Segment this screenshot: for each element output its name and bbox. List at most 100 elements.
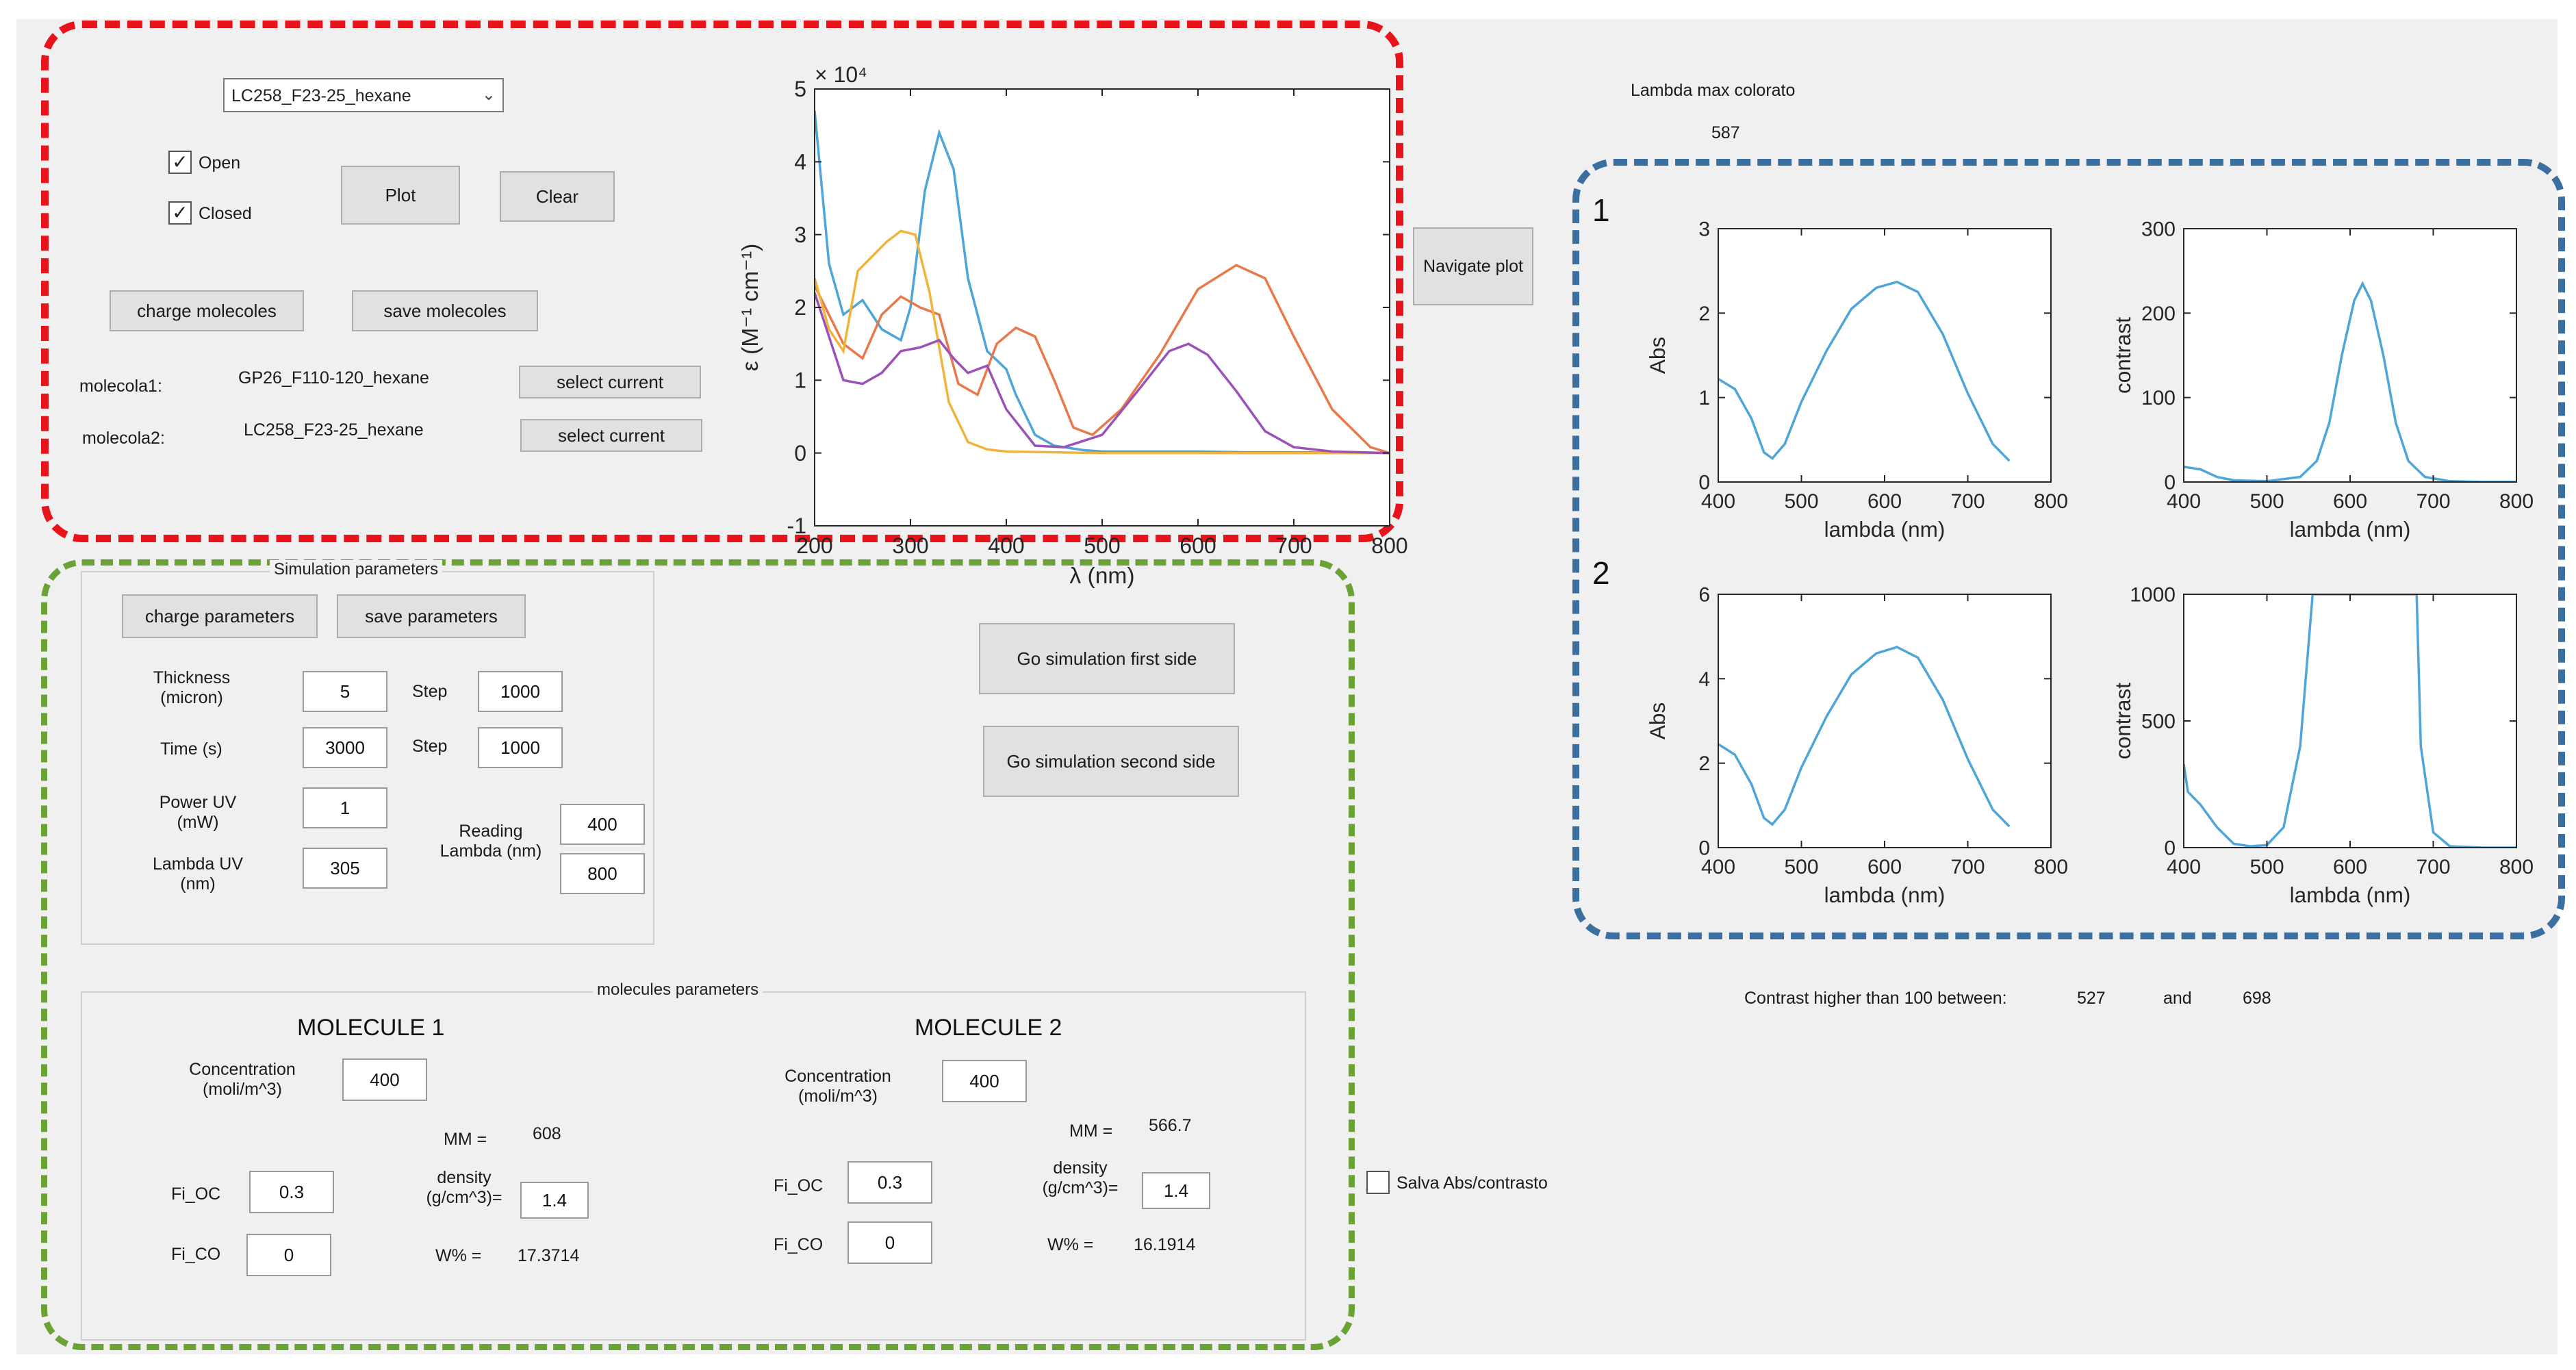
y-tick-label: 3 [1698, 218, 1710, 241]
m2-wp-value: 16.1914 [1134, 1235, 1196, 1254]
m1-wp-value: 17.3714 [518, 1246, 580, 1265]
m2-concentration-input[interactable] [942, 1060, 1027, 1102]
row-label-2: 2 [1592, 555, 1610, 591]
reading-lambda-label: Reading Lambda (nm) [433, 822, 549, 861]
m2-fi-oc-label: Fi_OC [774, 1176, 824, 1195]
contrast-range-low: 527 [2077, 989, 2106, 1008]
reading-lambda-min-input[interactable] [560, 804, 645, 845]
lambda-max-value: 587 [1711, 123, 1740, 142]
molecule-dropdown[interactable]: LC258_F23-25_hexane ⌄ [223, 78, 504, 112]
x-tick-label: 700 [1950, 856, 1985, 878]
series-line-0 [2184, 281, 2516, 482]
clear-button[interactable]: Clear [500, 171, 615, 222]
x-tick-label: 200 [796, 533, 832, 558]
save-molecules-button[interactable]: save molecoles [352, 290, 538, 331]
y-tick-label: -1 [787, 513, 806, 538]
open-checkbox[interactable]: ✓ [168, 151, 192, 174]
x-tick-label: 700 [1275, 533, 1312, 558]
y-axis-label: contrast [2110, 683, 2135, 759]
power-uv-label-line1: Power UV [159, 793, 237, 812]
m1-fi-oc-label: Fi_OC [171, 1184, 221, 1204]
thickness-step-input[interactable] [478, 671, 563, 712]
thickness-input[interactable] [303, 671, 387, 712]
m2-concentration-label-line1: Concentration [785, 1067, 891, 1086]
m1-fi-co-label: Fi_CO [171, 1245, 221, 1264]
m2-density-input[interactable] [1142, 1172, 1210, 1209]
y-tick-label: 4 [1698, 668, 1710, 691]
x-tick-label: 500 [1784, 490, 1818, 513]
x-tick-label: 500 [1784, 856, 1818, 878]
plot-area [815, 89, 1390, 526]
blue-region [1572, 159, 2565, 939]
plot-button[interactable]: Plot [341, 166, 460, 225]
x-tick-label: 300 [892, 533, 928, 558]
x-tick-label: 800 [2034, 856, 2068, 878]
select-current-button-2[interactable]: select current [520, 419, 702, 452]
x-tick-label: 400 [1701, 490, 1735, 513]
open-label: Open [199, 153, 241, 173]
molecule2-value: LC258_F23-25_hexane [244, 420, 424, 440]
thickness-label-line2: (micron) [160, 687, 223, 707]
time-step-label: Step [412, 737, 448, 756]
power-uv-label-line2: (mW) [177, 812, 219, 832]
y-tick-label: 0 [1698, 472, 1710, 494]
y-axis-label: ε (M⁻¹ cm⁻¹) [738, 244, 763, 372]
plot-area [2184, 229, 2516, 482]
thickness-label-line1: Thickness [153, 668, 231, 687]
m1-concentration-input[interactable] [342, 1058, 427, 1101]
molecule2-title: MOLECULE 2 [915, 1015, 1062, 1041]
y-tick-label: 300 [2141, 218, 2176, 241]
x-tick-label: 500 [2249, 490, 2284, 513]
go-simulation-second-button[interactable]: Go simulation second side [983, 726, 1239, 797]
simulation-panel-title: Simulation parameters [270, 560, 443, 579]
m2-fi-oc-input[interactable] [847, 1161, 932, 1204]
m1-concentration-label-line1: Concentration [189, 1060, 296, 1079]
lambda-uv-input[interactable] [303, 848, 387, 889]
salva-checkbox[interactable] [1366, 1171, 1390, 1194]
y-tick-label: 3 [794, 223, 806, 247]
thickness-label: Thickness (micron) [137, 668, 246, 708]
y-tick-label: 0 [2164, 837, 2176, 860]
m1-density-input[interactable] [520, 1182, 589, 1219]
select-current-button-1[interactable]: select current [519, 366, 701, 398]
green-region [41, 559, 1355, 1350]
charge-parameters-button[interactable]: charge parameters [122, 594, 318, 638]
m1-fi-co-input[interactable] [246, 1234, 331, 1276]
m1-wp-label: W% = [435, 1246, 482, 1265]
app-window: LC258_F23-25_hexane ⌄ ✓ Open ✓ Closed Pl… [16, 19, 2565, 1354]
charge-molecules-button[interactable]: charge molecoles [110, 290, 304, 331]
m1-mm-label: MM = [444, 1130, 487, 1149]
x-tick-label: 600 [1867, 490, 1902, 513]
power-uv-input[interactable] [303, 787, 387, 828]
m1-concentration-label: Concentration (moli/m^3) [167, 1060, 318, 1100]
reading-lambda-max-input[interactable] [560, 853, 645, 894]
series-line-0 [1718, 280, 2011, 462]
time-input[interactable] [303, 727, 387, 768]
m2-concentration-label-line2: (moli/m^3) [798, 1086, 878, 1106]
plot-area [2184, 594, 2516, 848]
y-tick-label: 0 [794, 441, 806, 466]
save-parameters-button[interactable]: save parameters [337, 594, 526, 638]
x-tick-label: 400 [988, 533, 1024, 558]
y-tick-label: 2 [1698, 752, 1710, 775]
molecule1-title: MOLECULE 1 [297, 1015, 445, 1041]
m1-fi-oc-input[interactable] [249, 1171, 334, 1213]
closed-checkbox[interactable]: ✓ [168, 201, 192, 225]
time-step-input[interactable] [478, 727, 563, 768]
series-line-1 [815, 264, 1390, 455]
x-tick-label: 600 [1867, 856, 1902, 878]
x-tick-label: 400 [1701, 856, 1735, 878]
go-simulation-first-button[interactable]: Go simulation first side [979, 623, 1235, 694]
y-tick-label: 2 [1698, 303, 1710, 325]
thickness-step-label: Step [412, 682, 448, 701]
salva-label: Salva Abs/contrasto [1397, 1174, 1548, 1193]
x-tick-label: 700 [2416, 856, 2450, 878]
m2-fi-co-input[interactable] [847, 1221, 932, 1264]
y-axis-label: Abs [1645, 702, 1670, 739]
navigate-plot-button[interactable]: Navigate plot [1413, 227, 1533, 305]
